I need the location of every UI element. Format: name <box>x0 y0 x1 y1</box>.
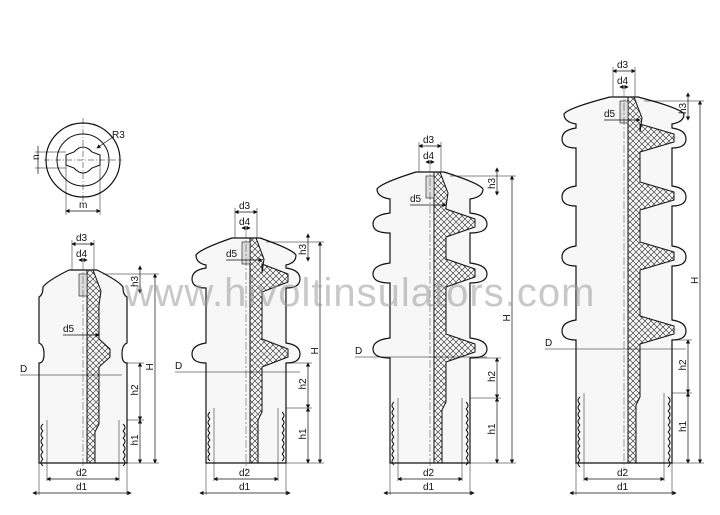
d3-label: d3 <box>617 60 629 71</box>
hatched-core-section <box>86 269 111 464</box>
h1-label: h1 <box>487 423 498 435</box>
h1-label: h1 <box>130 434 141 446</box>
hatched-core-section <box>627 96 675 464</box>
d5-label: d5 <box>410 194 422 205</box>
r3-leader <box>96 136 114 149</box>
r3-label: R3 <box>112 130 125 141</box>
top-view: R3 n m <box>31 118 125 215</box>
hatched-core-section <box>433 171 476 464</box>
d5-label: d5 <box>63 324 75 335</box>
d3-label: d3 <box>76 233 88 244</box>
thread-profile <box>40 423 126 467</box>
H-label: H <box>145 363 156 370</box>
h2-label: h2 <box>298 378 309 390</box>
thread-profile <box>577 396 671 468</box>
h3-label: h3 <box>678 102 689 114</box>
H-label: H <box>690 277 701 284</box>
thread-profile <box>391 401 469 466</box>
H-label: H <box>310 347 321 354</box>
d1-label: d1 <box>617 482 629 493</box>
d1-label: d1 <box>239 482 251 493</box>
n-label: n <box>31 154 42 160</box>
h2-label: h2 <box>678 359 689 371</box>
D-label: D <box>355 346 362 357</box>
insulator-3: d3 d4 d5D Hh3 h1 h2 d2 d1 <box>355 135 516 496</box>
d3-label: d3 <box>423 135 435 146</box>
m-label: m <box>79 200 87 211</box>
d2-label: d2 <box>423 468 435 479</box>
thread-profile <box>207 411 285 462</box>
d2-label: d2 <box>617 468 629 479</box>
d2-label: d2 <box>239 468 251 479</box>
h3-label: h3 <box>487 177 498 189</box>
h3-label: h3 <box>298 243 309 255</box>
d1-label: d1 <box>76 482 88 493</box>
d5-label: d5 <box>226 249 238 260</box>
watermark: www.hivoltinsulators.com <box>124 271 596 315</box>
h2-label: h2 <box>130 384 141 396</box>
insulator-views: d3 d4 d5D Hh3 h1 h2 d2 d1 d3 d4 d5D Hh3 h1 h2 d2 d1 d3 d4… <box>20 60 704 496</box>
h1-label: h1 <box>678 420 689 432</box>
hatched-core-section <box>249 237 289 464</box>
D-label: D <box>175 361 182 372</box>
d3-label: d3 <box>239 201 251 212</box>
h3-label: h3 <box>130 275 141 287</box>
H-label: H <box>502 314 513 321</box>
d1-label: d1 <box>423 482 435 493</box>
insulator-4: d3 d4 d5D Hh3 h1 h2 d2 d1 <box>545 60 704 496</box>
d4-label: d4 <box>617 76 629 87</box>
insulator-1: d3 d4 d5D Hh3 h1 h2 d2 d1 <box>20 233 159 496</box>
d2-label: d2 <box>76 468 88 479</box>
h2-label: h2 <box>487 370 498 382</box>
h1-label: h1 <box>298 428 309 440</box>
d4-label: d4 <box>423 151 435 162</box>
d4-label: d4 <box>76 249 88 260</box>
insulator-2: d3 d4 d5D Hh3 h1 h2 d2 d1 <box>175 201 324 496</box>
d4-label: d4 <box>239 217 251 228</box>
D-label: D <box>20 364 27 375</box>
d5-label: d5 <box>604 109 616 120</box>
D-label: D <box>545 338 552 349</box>
